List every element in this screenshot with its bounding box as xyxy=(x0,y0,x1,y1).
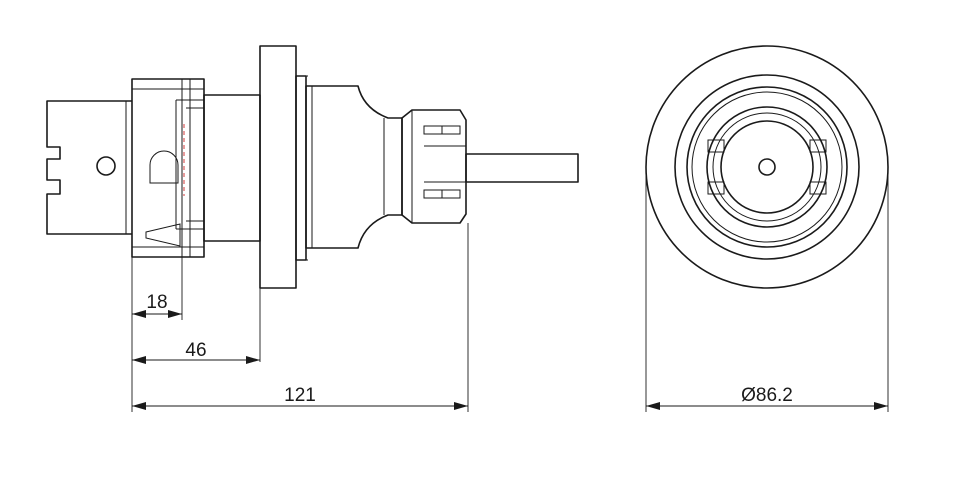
side-view: 18 46 121 xyxy=(46,45,579,412)
outer-disc xyxy=(645,45,889,289)
hsk-shank xyxy=(46,100,132,235)
neck xyxy=(203,94,261,242)
center-bore xyxy=(758,158,776,176)
flange-ring xyxy=(674,74,860,260)
dimension-18: 18 xyxy=(132,292,182,318)
collet-face xyxy=(720,120,814,214)
dimension-label-diameter: Ø86.2 xyxy=(741,385,793,406)
orientation-notch xyxy=(149,150,179,184)
disc-flange xyxy=(259,45,308,289)
dimension-121: 121 xyxy=(132,385,468,410)
collet-body xyxy=(305,85,403,249)
dimension-label-46: 46 xyxy=(185,340,206,361)
collet-nut xyxy=(401,109,467,224)
dimension-diameter: Ø86.2 xyxy=(646,385,888,410)
drive-slot xyxy=(145,223,181,247)
flange-body xyxy=(131,78,205,258)
front-view: Ø86.2 xyxy=(645,45,889,412)
dimension-label-18: 18 xyxy=(146,292,167,313)
drive-hole xyxy=(96,156,116,176)
dimension-46: 46 xyxy=(132,340,260,364)
tool-shank xyxy=(465,153,579,183)
nut-ring xyxy=(706,106,828,228)
dimension-label-121: 121 xyxy=(284,385,316,406)
